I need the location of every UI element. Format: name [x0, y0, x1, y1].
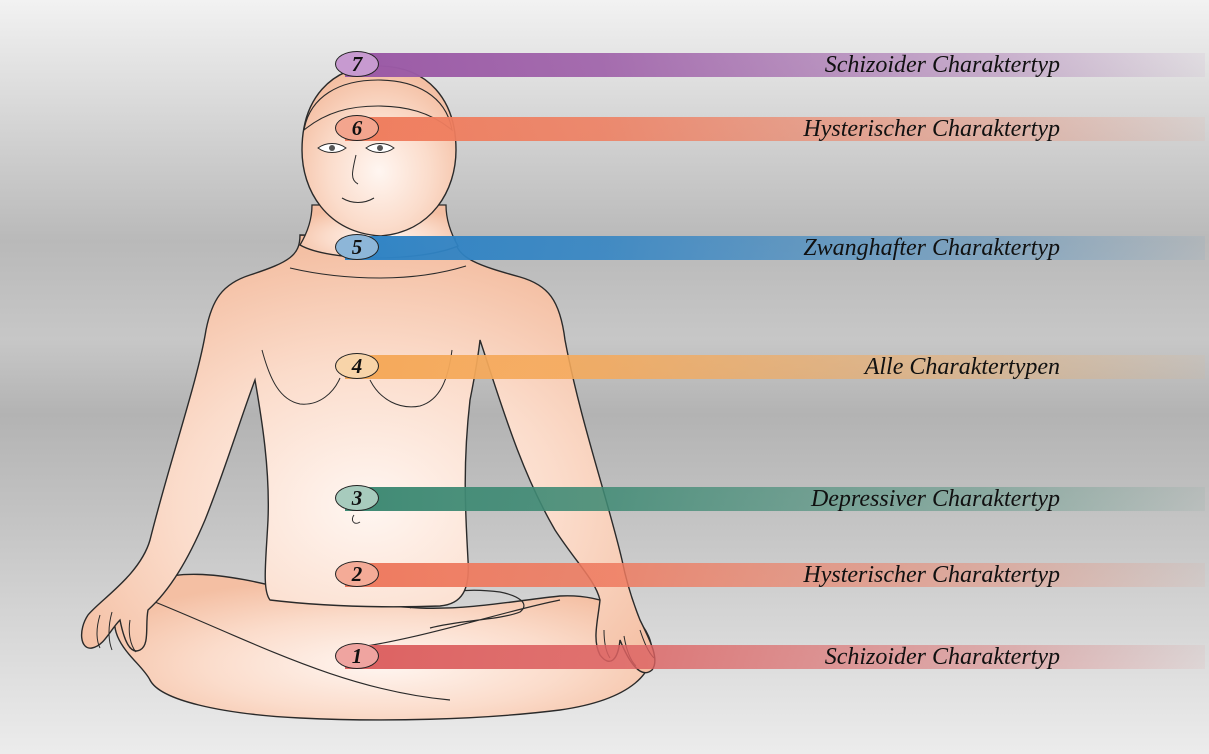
level-number-badge: 1: [335, 643, 379, 669]
level-label: Depressiver Charaktertyp: [811, 483, 1060, 515]
level-label: Schizoider Charaktertyp: [825, 641, 1060, 673]
level-number-badge: 5: [335, 234, 379, 260]
level-number-badge: 6: [335, 115, 379, 141]
level-band-5: 5 Zwanghafter Charaktertyp: [345, 236, 1205, 260]
level-number-badge: 2: [335, 561, 379, 587]
level-band-1: 1 Schizoider Charaktertyp: [345, 645, 1205, 669]
level-band-4: 4 Alle Charaktertypen: [345, 355, 1205, 379]
level-number-badge: 3: [335, 485, 379, 511]
level-label: Schizoider Charaktertyp: [825, 49, 1060, 81]
level-label: Hysterischer Charaktertyp: [803, 559, 1060, 591]
level-label: Hysterischer Charaktertyp: [803, 113, 1060, 145]
level-band-6: 6 Hysterischer Charaktertyp: [345, 117, 1205, 141]
level-label: Zwanghafter Charaktertyp: [803, 232, 1060, 264]
level-number-badge: 4: [335, 353, 379, 379]
level-label: Alle Charaktertypen: [865, 351, 1060, 383]
level-number-badge: 7: [335, 51, 379, 77]
level-band-3: 3 Depressiver Charaktertyp: [345, 487, 1205, 511]
level-band-2: 2 Hysterischer Charaktertyp: [345, 563, 1205, 587]
level-band-7: 7 Schizoider Charaktertyp: [345, 53, 1205, 77]
